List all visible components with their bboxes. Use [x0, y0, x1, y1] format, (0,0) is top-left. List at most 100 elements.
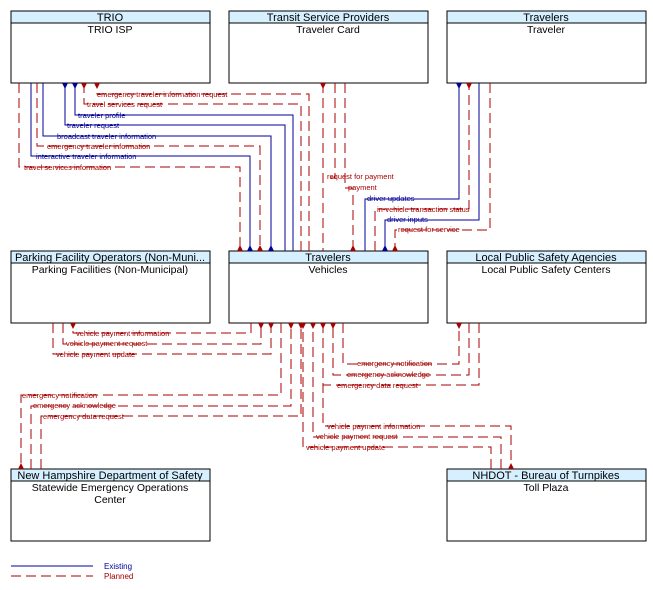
- flow-label: emergency data request: [337, 381, 419, 390]
- flow-line: [64, 83, 286, 251]
- entity-parking-facilities[interactable]: Parking Facility Operators (Non-Muni... …: [10, 250, 211, 324]
- arrowhead: [456, 323, 462, 329]
- flow-label: request for service: [398, 225, 460, 234]
- arrowhead: [320, 83, 326, 89]
- flow-label: travel services request: [87, 100, 163, 109]
- flow-label: vehicle payment update: [56, 350, 135, 359]
- flow-label: vehicle payment request: [316, 432, 398, 441]
- flow-label: travel services information: [24, 163, 111, 172]
- flow-line: [30, 323, 292, 469]
- arrowhead: [456, 83, 462, 89]
- flow-label: emergency notification: [357, 359, 432, 368]
- arrowhead: [237, 245, 243, 251]
- flows-transit-vehicles: request for payment payment: [320, 83, 395, 251]
- flow-label: emergency traveler information: [47, 142, 150, 151]
- flows-nhdos-vehicles: emergency notification emergency acknowl…: [18, 323, 304, 469]
- vehicles-header: Travelers: [305, 252, 351, 264]
- trio-header: TRIO: [97, 12, 124, 24]
- flows-traveler-vehicles: driver updates in-vehicle transaction st…: [364, 83, 491, 251]
- arrowhead: [392, 245, 398, 251]
- flow-line: [30, 83, 251, 251]
- flows-trio-vehicles: emergency traveler information request t…: [18, 83, 310, 251]
- flow-line: [364, 83, 460, 251]
- trio-name: TRIO ISP: [88, 24, 133, 36]
- flow-label: emergency notification: [22, 391, 97, 400]
- flow-line: [342, 323, 460, 365]
- entity-local-public-safety[interactable]: Local Public Safety Agencies Local Publi…: [446, 250, 647, 324]
- entity-vehicles[interactable]: Travelers Vehicles: [228, 250, 429, 324]
- entity-nhdot-turnpikes[interactable]: NHDOT - Bureau of Turnpikes Toll Plaza: [446, 468, 647, 542]
- flow-line: [322, 323, 512, 469]
- flow-line: [62, 323, 262, 345]
- entity-transit-service-providers[interactable]: Transit Service Providers Traveler Card: [228, 10, 429, 84]
- arrowhead: [258, 323, 264, 329]
- flow-line: [384, 83, 480, 251]
- arrowhead: [350, 245, 356, 251]
- flow-label: emergency data request: [43, 412, 125, 421]
- flow-line: [42, 83, 272, 251]
- flow-label: emergency acknowledge: [33, 401, 116, 410]
- flows-parking-vehicles: vehicle payment information vehicle paym…: [52, 323, 274, 359]
- flow-line: [20, 323, 282, 469]
- nhdos-header: New Hampshire Department of Safety: [17, 470, 203, 482]
- arrowhead: [300, 323, 306, 329]
- flow-line: [312, 323, 502, 469]
- arrowhead: [382, 245, 388, 251]
- flow-label: vehicle payment information: [327, 422, 420, 431]
- flow-line: [36, 83, 261, 251]
- nhdos-name: Statewide Emergency Operations: [32, 482, 188, 494]
- traveler-header: Travelers: [523, 12, 569, 24]
- nhdot-header: NHDOT - Bureau of Turnpikes: [472, 470, 620, 482]
- entity-traveler[interactable]: Travelers Traveler: [446, 10, 647, 84]
- flow-line: [374, 83, 470, 251]
- flow-line: [40, 323, 302, 469]
- entity-nh-dept-of-safety[interactable]: New Hampshire Department of Safety State…: [10, 468, 211, 542]
- parking-header: Parking Facility Operators (Non-Muni...: [15, 252, 205, 264]
- flow-label: traveler profile: [78, 111, 126, 120]
- traveler-name: Traveler: [527, 24, 566, 36]
- arrowhead: [62, 83, 68, 89]
- flows-safety-vehicles: emergency notification emergency acknowl…: [320, 323, 480, 390]
- legend-existing-label: Existing: [104, 562, 132, 571]
- arrowhead: [268, 323, 274, 329]
- flow-label: interactive traveler information: [36, 152, 136, 161]
- flow-line: [96, 83, 310, 251]
- legend: Existing Planned: [11, 562, 133, 581]
- flow-line: [83, 83, 302, 251]
- flow-label: driver inputs: [387, 215, 428, 224]
- safety-header: Local Public Safety Agencies: [475, 252, 617, 264]
- flow-label: payment: [348, 183, 378, 192]
- flow-line: [52, 323, 272, 355]
- flow-label: emergency acknowledge: [347, 370, 430, 379]
- arrowhead: [18, 463, 24, 469]
- flow-label: driver updates: [367, 194, 415, 203]
- vehicles-name: Vehicles: [308, 264, 347, 276]
- flow-line: [74, 83, 294, 251]
- flow-label: traveler request: [67, 121, 120, 130]
- flow-label: request for payment: [327, 172, 395, 181]
- flow-line: [302, 323, 492, 469]
- arrowhead: [330, 323, 336, 329]
- flow-label: in-vehicle transaction status: [377, 205, 470, 214]
- flow-line: [332, 323, 470, 376]
- arrowhead: [466, 83, 472, 89]
- flow-line: [325, 83, 336, 179]
- arrowhead: [247, 245, 253, 251]
- flow-label: vehicle payment update: [306, 443, 385, 452]
- nhdos-name-line2: Center: [94, 494, 126, 506]
- flow-label: vehicle payment information: [76, 329, 169, 338]
- transit-header: Transit Service Providers: [267, 12, 390, 24]
- arrowhead: [81, 83, 87, 89]
- arrowhead: [310, 323, 316, 329]
- arrowhead: [72, 83, 78, 89]
- parking-name: Parking Facilities (Non-Municipal): [32, 264, 188, 276]
- arrowhead: [268, 245, 274, 251]
- arrowhead: [508, 463, 514, 469]
- flow-label: emergency traveler information request: [97, 90, 228, 99]
- flow-label: broadcast traveler information: [57, 132, 156, 141]
- flow-label: vehicle payment request: [66, 339, 148, 348]
- flow-line: [72, 323, 252, 334]
- flow-line: [344, 83, 354, 251]
- entity-trio[interactable]: TRIO TRIO ISP: [10, 10, 211, 84]
